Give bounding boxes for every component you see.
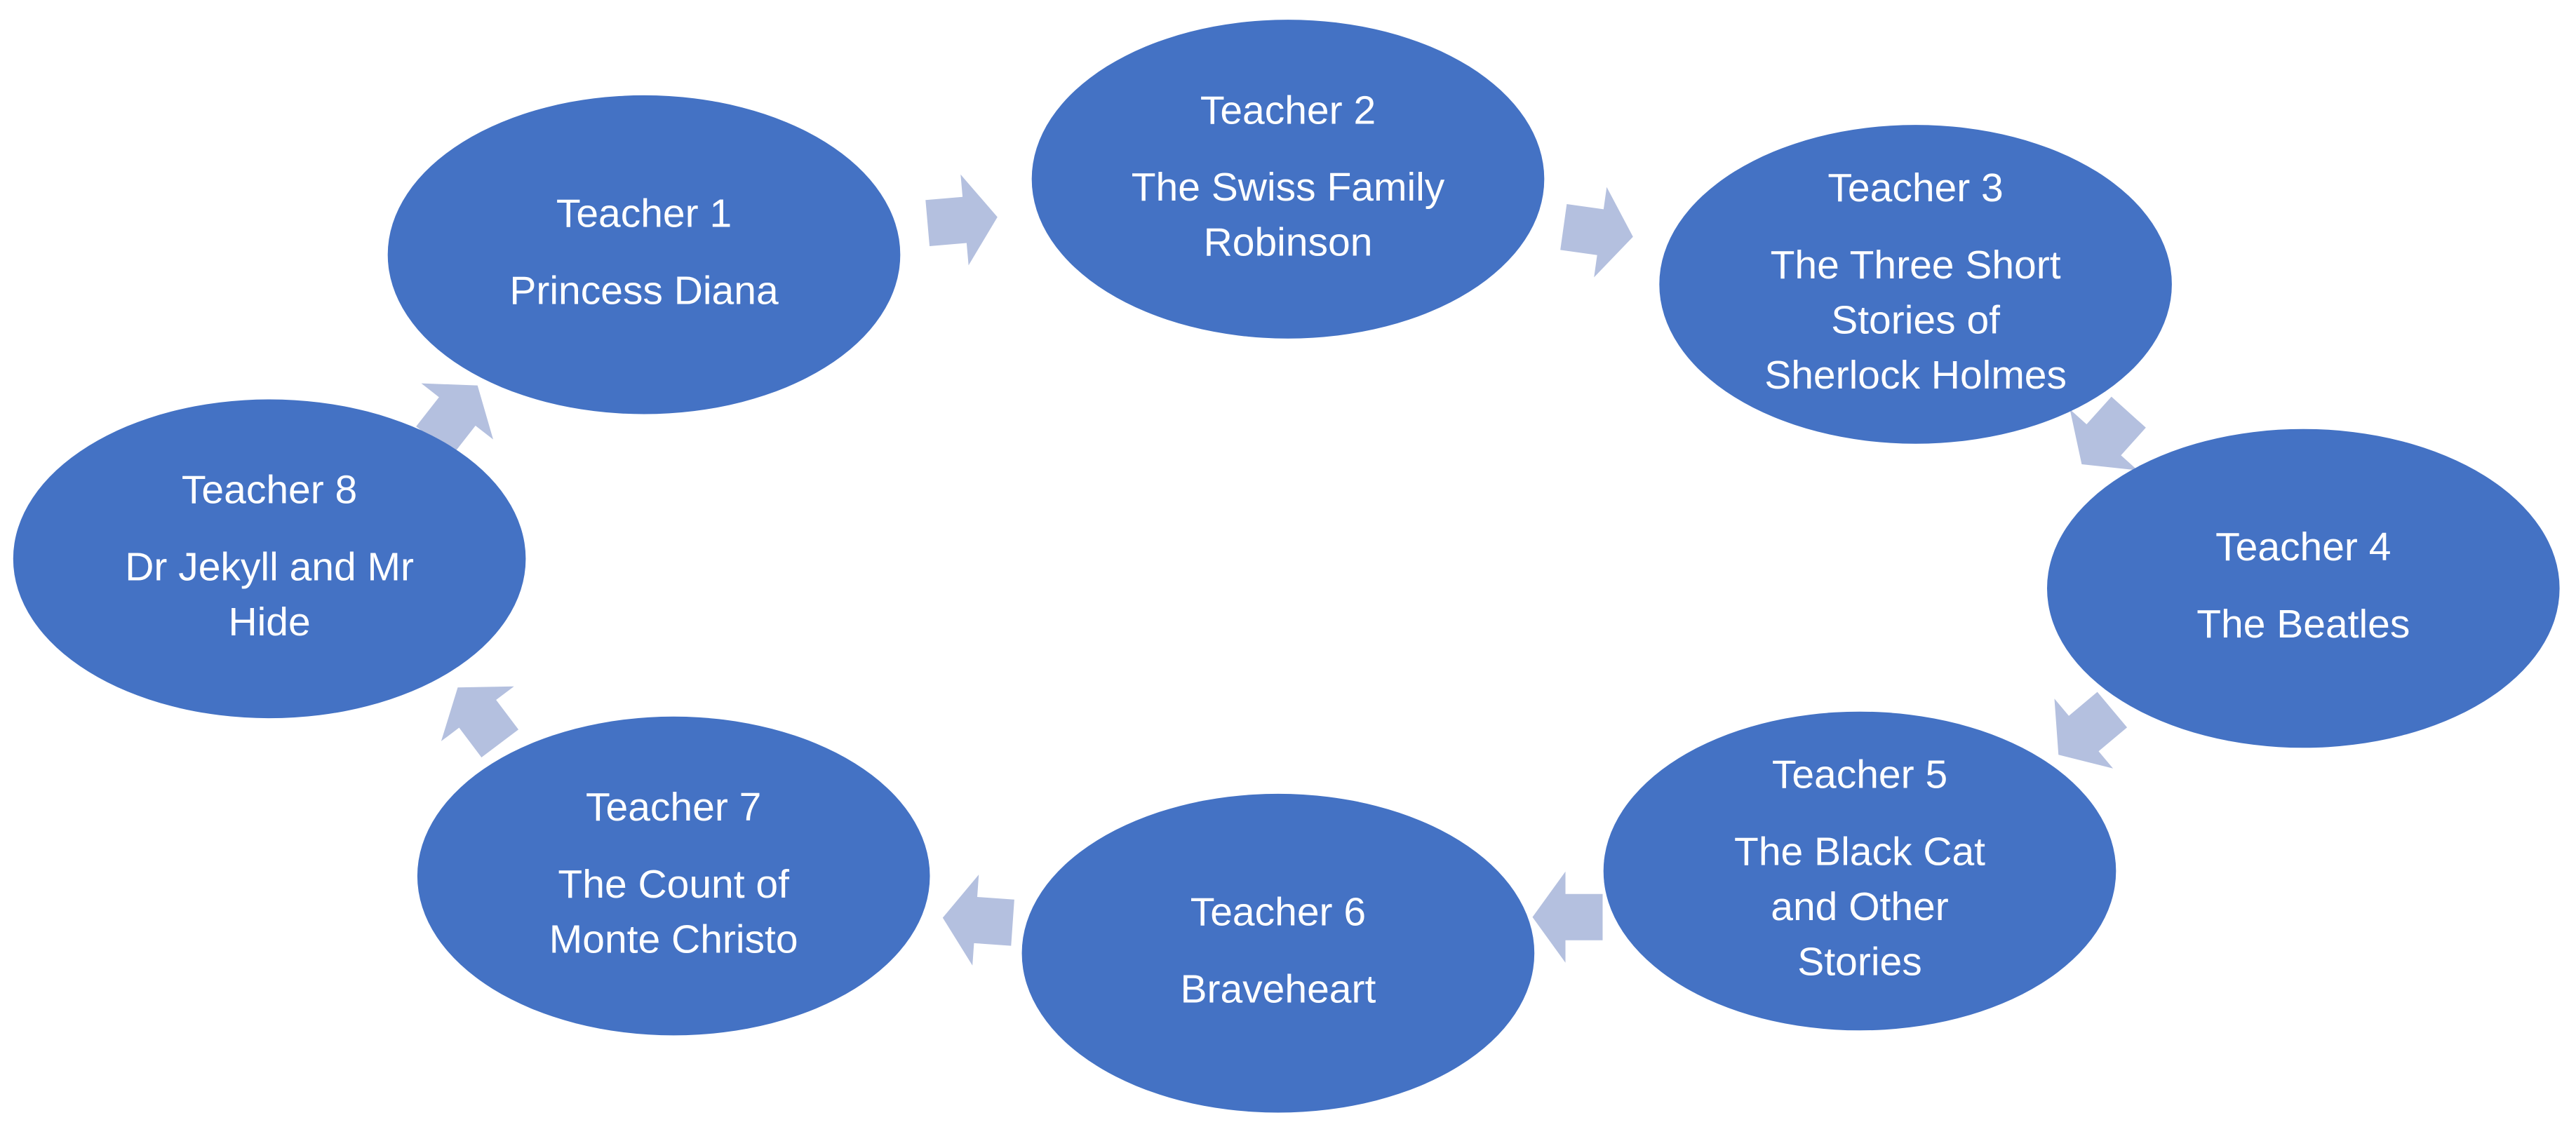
teacher-label: Teacher 4 — [2215, 525, 2391, 569]
teacher-node-ellipse — [13, 399, 526, 719]
teacher-node-ellipse — [1021, 793, 1535, 1113]
teacher-node-ellipse — [1603, 711, 2117, 1031]
teacher-node-8: Teacher 8 Dr Jekyll and Mr Hide — [13, 399, 526, 719]
cycle-arrow-7-to-8 — [441, 686, 519, 757]
teacher-node-1: Teacher 1 Princess Diana — [387, 95, 901, 414]
book-title-line: The Black Cat — [1734, 830, 1985, 875]
teacher-node-4: Teacher 4 The Beatles — [2047, 428, 2560, 748]
book-title-line: Stories — [1797, 940, 1921, 985]
cycle-arrow-1-to-2 — [925, 174, 998, 266]
book-title-line: The Beatles — [2196, 602, 2410, 647]
cycle-arrow-4-to-5 — [2054, 691, 2128, 769]
teacher-label: Teacher 6 — [1190, 889, 1366, 934]
book-title-line: Dr Jekyll and Mr — [125, 545, 414, 590]
book-title-line: Hide — [228, 600, 310, 644]
teacher-label: Teacher 3 — [1827, 166, 2003, 210]
book-title-line: The Swiss Family — [1132, 165, 1445, 210]
teacher-node-ellipse — [1031, 20, 1545, 339]
book-title-line: The Count of — [558, 862, 789, 907]
book-title-line: Sherlock Holmes — [1764, 353, 2067, 398]
cycle-arrow-5-to-6 — [1532, 871, 1603, 963]
cycle-arrow-2-to-3 — [1560, 187, 1633, 278]
book-title-line: Robinson — [1204, 220, 1373, 265]
book-title-line: Stories of — [1831, 297, 2000, 342]
cycle-arrow-6-to-7 — [942, 875, 1014, 966]
teacher-node-ellipse — [417, 716, 930, 1036]
book-title-line: Princess Diana — [509, 268, 779, 313]
teacher-node-ellipse — [2047, 428, 2560, 748]
teacher-label: Teacher 5 — [1772, 752, 1947, 797]
book-title-line: and Other — [1771, 884, 1949, 929]
book-title-line: The Three Short — [1771, 243, 2061, 288]
teacher-label: Teacher 7 — [586, 785, 761, 830]
cycle-arrow-8-to-1 — [416, 383, 493, 455]
teacher-label: Teacher 1 — [556, 191, 732, 236]
teacher-node-ellipse — [1659, 125, 2172, 444]
book-title-line: Braveheart — [1180, 966, 1376, 1011]
teacher-node-ellipse — [387, 95, 901, 414]
arrow-layer — [416, 174, 2146, 966]
teacher-label: Teacher 2 — [1200, 88, 1376, 133]
teacher-node-6: Teacher 6 Braveheart — [1021, 793, 1535, 1113]
teacher-node-7: Teacher 7 The Count of Monte Christo — [417, 716, 930, 1036]
node-layer: Teacher 1 Princess Diana Teacher 2 The Swis… — [13, 20, 2560, 1113]
teacher-label: Teacher 8 — [182, 468, 357, 513]
book-title-line: Monte Christo — [549, 917, 798, 961]
cycle-arrow-3-to-4 — [2069, 396, 2146, 471]
